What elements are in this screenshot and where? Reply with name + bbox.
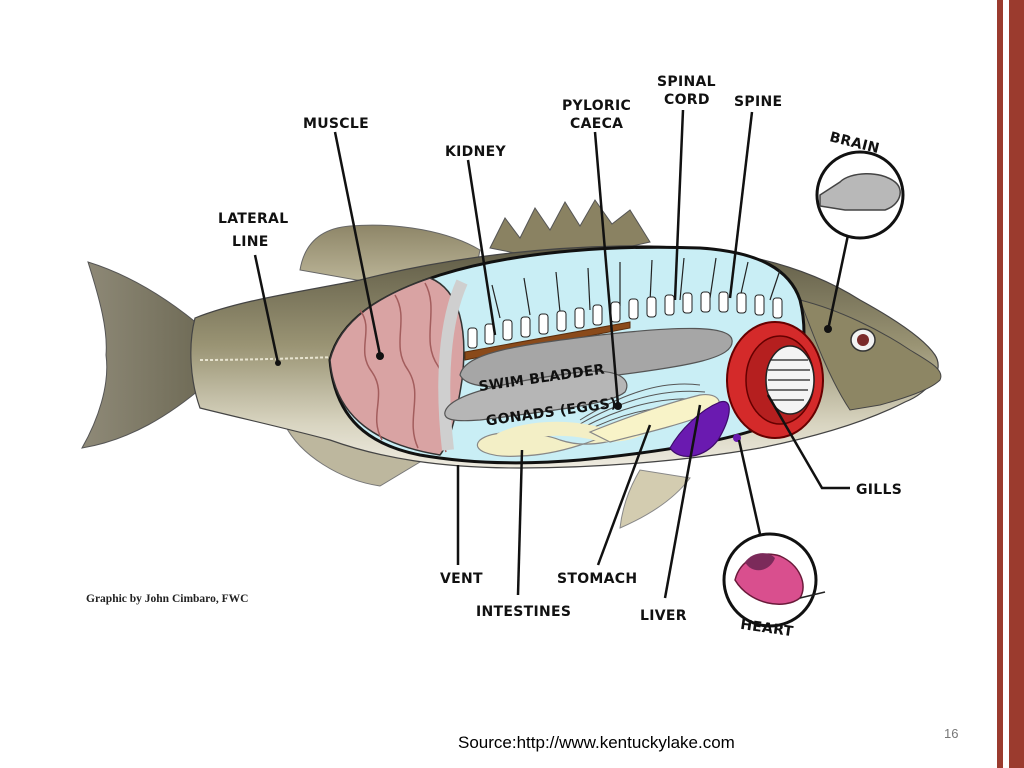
graphic-credit: Graphic by John Cimbaro, FWC bbox=[86, 593, 249, 605]
spine-vertebrae bbox=[467, 291, 783, 349]
label-pyloric-line2: CAECA bbox=[570, 116, 623, 132]
head bbox=[799, 299, 942, 411]
label-kidney: KIDNEY bbox=[445, 144, 506, 160]
label-liver: LIVER bbox=[640, 608, 687, 624]
label-intestines: INTESTINES bbox=[476, 604, 571, 620]
lateral-line bbox=[199, 356, 341, 361]
pelvic-fin bbox=[619, 469, 691, 529]
label-stomach: STOMACH bbox=[557, 571, 637, 587]
label-pyloric-line1: PYLORIC bbox=[562, 98, 631, 114]
label-vent: VENT bbox=[440, 571, 483, 587]
intestines bbox=[476, 419, 641, 457]
source-caption: Source:http://www.kentuckylake.com bbox=[458, 733, 735, 752]
label-spine: SPINE bbox=[734, 94, 782, 110]
accent-bar-right bbox=[1009, 0, 1024, 768]
page-number: 16 bbox=[944, 726, 959, 741]
ribs bbox=[491, 257, 781, 319]
gills bbox=[726, 321, 824, 439]
label-gills: GILLS bbox=[856, 482, 902, 498]
label-heart: HEART bbox=[739, 617, 794, 640]
label-spinal-line2: CORD bbox=[664, 92, 710, 108]
label-spinal-line1: SPINAL bbox=[657, 74, 716, 90]
anal-fin bbox=[284, 424, 422, 487]
label-lateral-line2: LINE bbox=[232, 234, 269, 250]
accent-bar-left bbox=[997, 0, 1003, 768]
label-lateral-line1: LATERAL bbox=[218, 211, 288, 227]
label-muscle: MUSCLE bbox=[303, 116, 369, 132]
stomach bbox=[588, 393, 720, 443]
leader-lines bbox=[253, 109, 850, 599]
fish-anatomy-diagram: MUSCLE KIDNEY PYLORIC CAECA SPINAL CORD … bbox=[81, 74, 942, 640]
gonads bbox=[444, 370, 628, 422]
tail-fin bbox=[81, 261, 206, 449]
